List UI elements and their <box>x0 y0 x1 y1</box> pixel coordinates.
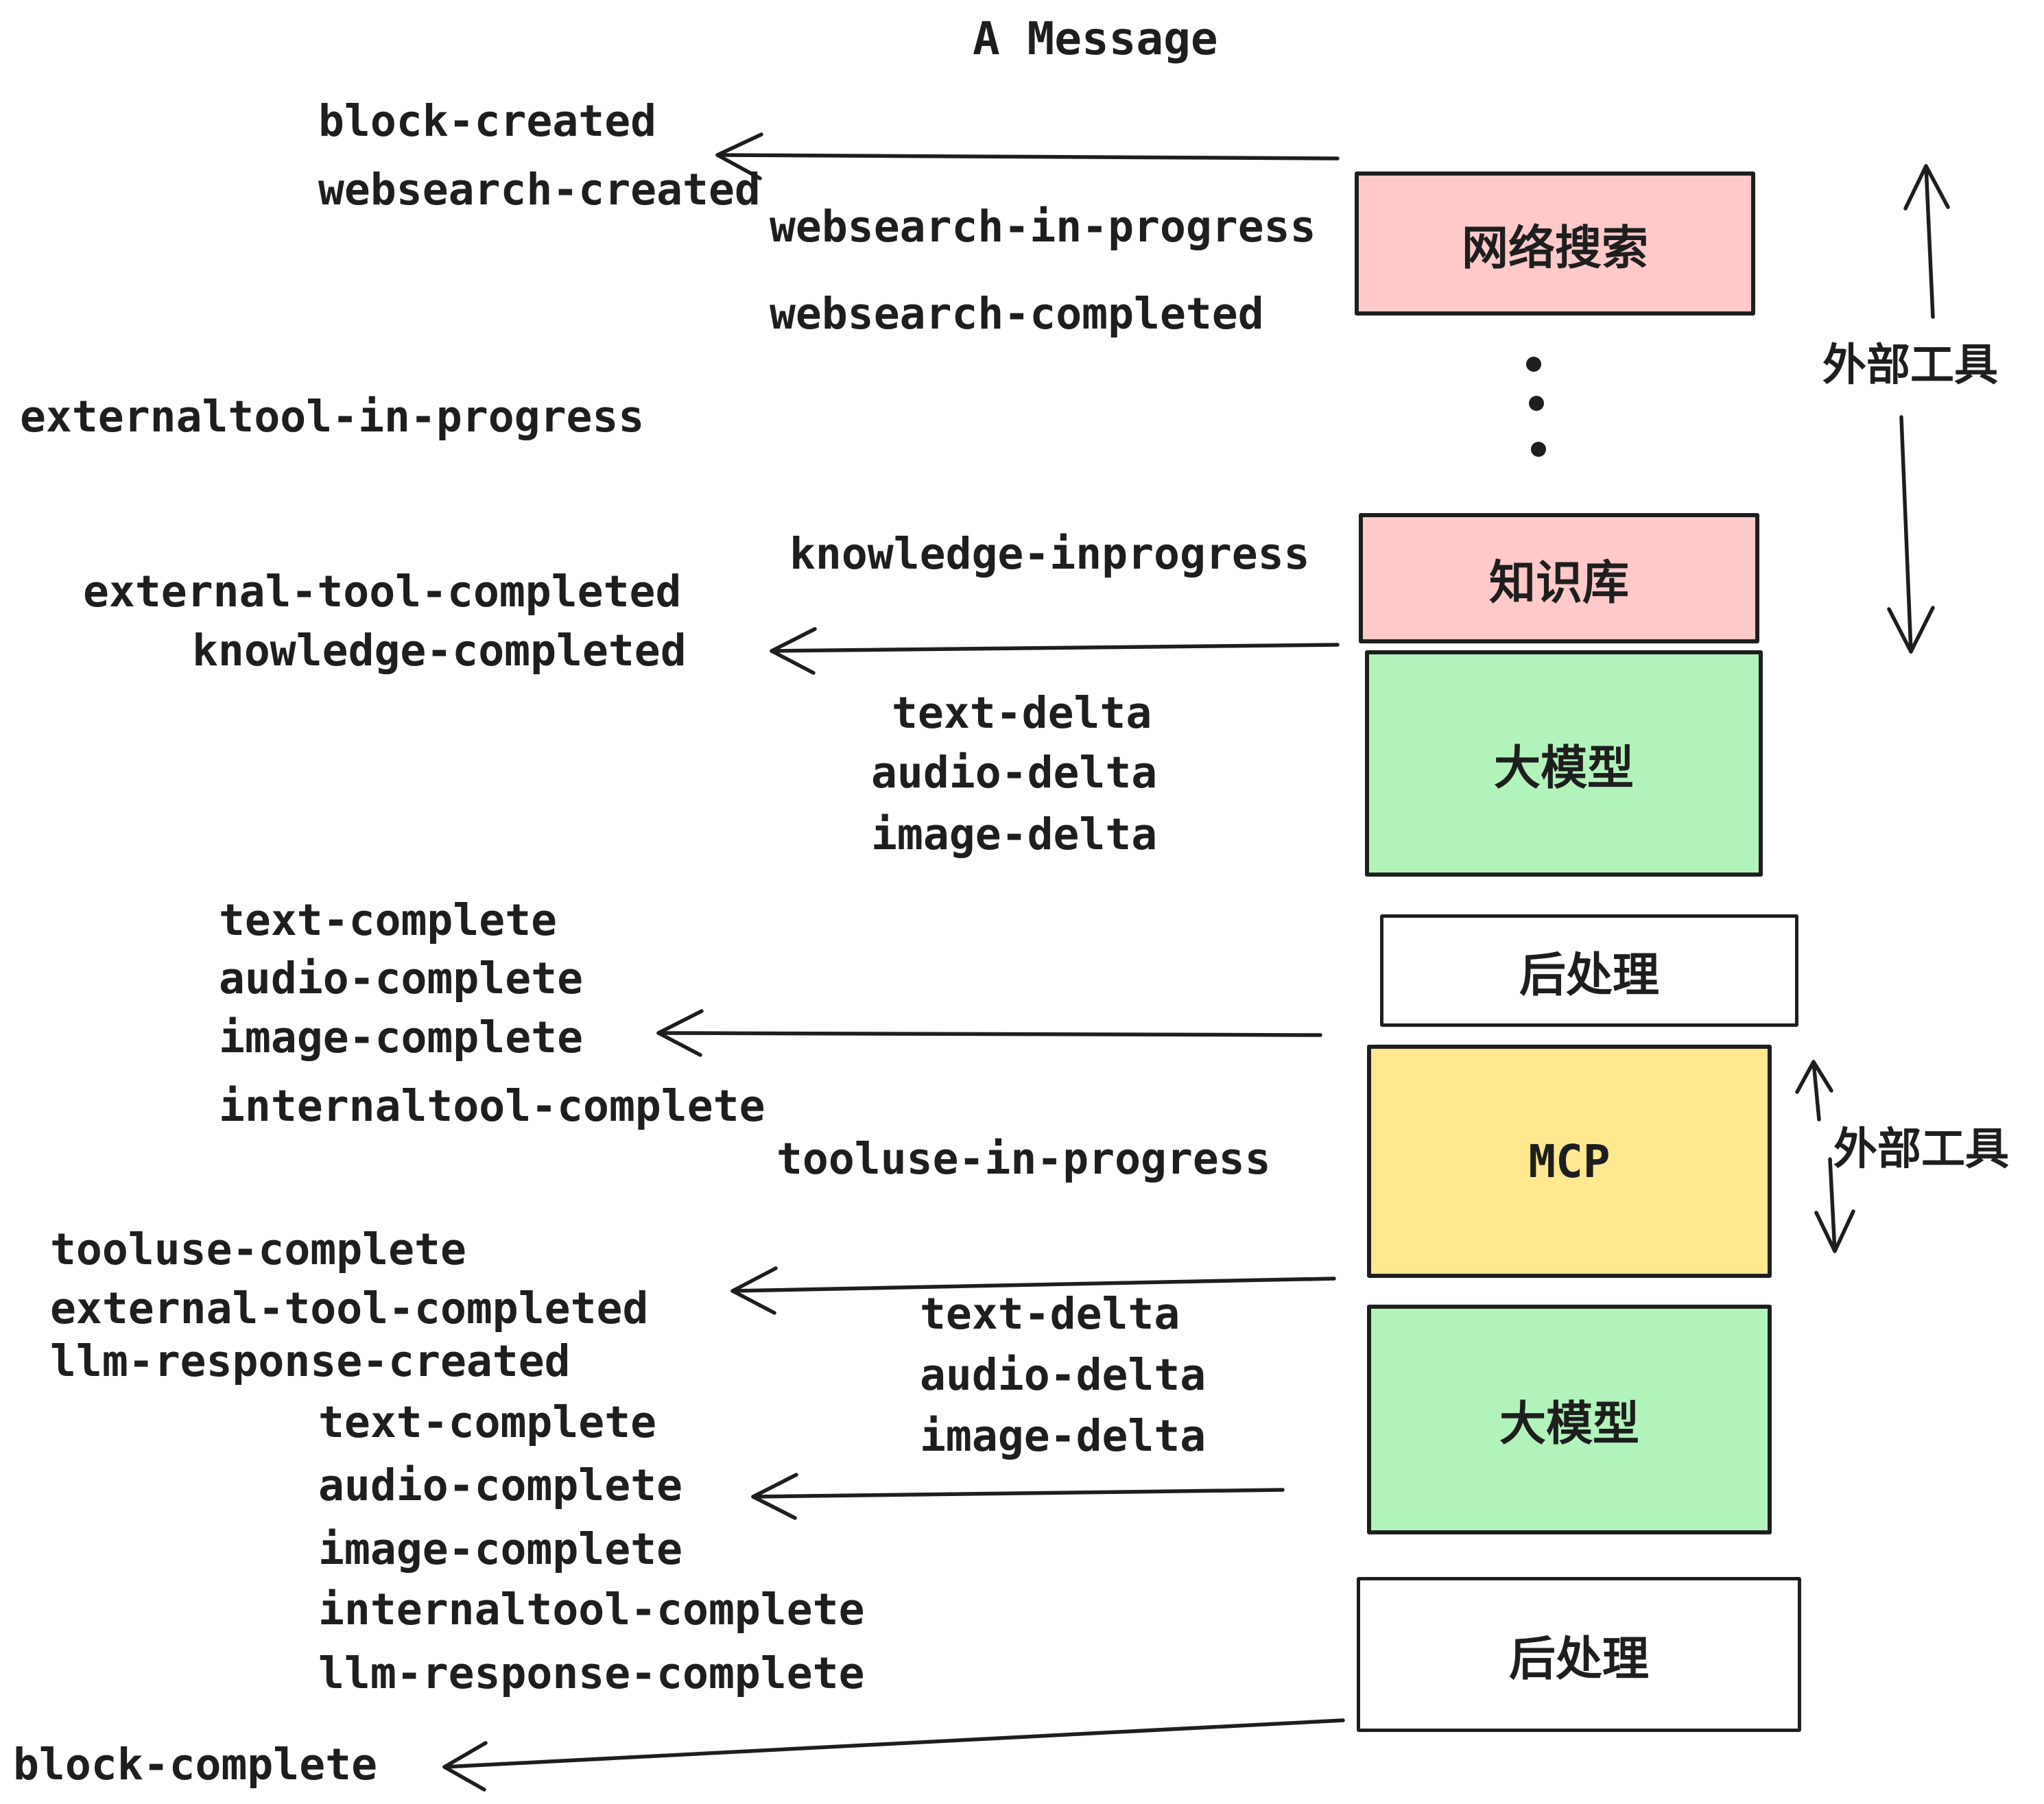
event-label-tooluse-complete: tooluse-complete <box>50 1224 466 1274</box>
ellipsis-dots <box>1526 357 1546 457</box>
box-llm-top: 大模型 <box>1365 650 1763 877</box>
arrow-to-knowledge-completed <box>770 627 1340 675</box>
box-post-bottom: 后处理 <box>1357 1577 1801 1732</box>
event-label-image-delta: image-delta <box>871 809 1158 859</box>
box-websearch: 网络搜索 <box>1355 171 1755 316</box>
event-label-internaltool-complete-2: internaltool-complete <box>318 1585 865 1635</box>
event-label-image-delta-2: image-delta <box>920 1411 1207 1461</box>
event-label-websearch-in-progress: websearch-in-progress <box>770 202 1316 252</box>
arrow-to-block-created <box>715 132 1340 180</box>
event-label-websearch-created: websearch-created <box>318 165 761 215</box>
box-llm-bottom-label: 大模型 <box>1499 1397 1639 1451</box>
arrow-to-image-complete <box>656 1009 1322 1057</box>
event-label-externaltool-in-progress: externaltool-in-progress <box>20 392 645 442</box>
external-tools-up-arrow-mid <box>1795 1060 1833 1121</box>
box-knowledge-label: 知识库 <box>1488 556 1629 610</box>
external-tools-down-arrow-top <box>1887 415 1935 654</box>
box-llm-bottom: 大模型 <box>1367 1305 1772 1534</box>
event-label-external-tool-completed-2: external-tool-completed <box>50 1283 649 1333</box>
box-post-top-label: 后处理 <box>1519 948 1659 1003</box>
event-label-audio-delta: audio-delta <box>871 748 1158 798</box>
box-websearch-label: 网络搜索 <box>1461 221 1648 276</box>
event-label-image-complete-2: image-complete <box>318 1524 683 1574</box>
event-label-knowledge-completed: knowledge-completed <box>192 626 687 676</box>
event-label-audio-delta-2: audio-delta <box>920 1350 1207 1400</box>
event-label-text-delta-2: text-delta <box>920 1289 1180 1339</box>
box-llm-top-label: 大模型 <box>1493 741 1634 796</box>
box-post-top: 后处理 <box>1380 914 1798 1027</box>
event-label-knowledge-inprogress: knowledge-inprogress <box>789 529 1310 579</box>
event-label-external-tool-completed: external-tool-completed <box>83 567 682 617</box>
event-label-image-complete: image-complete <box>219 1012 584 1063</box>
event-label-text-complete-2: text-complete <box>318 1397 657 1447</box>
external-tools-up-arrow-top <box>1903 164 1950 319</box>
page-title: A Message <box>973 12 1218 65</box>
event-label-text-delta: text-delta <box>892 688 1152 738</box>
event-label-block-complete: block-complete <box>13 1740 378 1790</box>
box-post-bottom-label: 后处理 <box>1508 1632 1649 1687</box>
arrow-to-block-complete <box>442 1718 1345 1792</box>
arrow-to-audio-complete <box>751 1473 1285 1520</box>
event-label-block-created: block-created <box>318 96 657 146</box>
event-label-llm-response-complete: llm-response-complete <box>318 1648 865 1698</box>
event-label-websearch-completed: websearch-completed <box>770 289 1264 339</box>
event-label-internaltool-complete: internaltool-complete <box>219 1081 765 1131</box>
event-label-text-complete: text-complete <box>219 895 558 945</box>
box-mcp: MCP <box>1367 1045 1772 1278</box>
event-label-llm-response-created: llm-response-created <box>50 1336 571 1386</box>
event-label-audio-complete-2: audio-complete <box>318 1460 683 1510</box>
event-label-audio-complete: audio-complete <box>219 953 584 1004</box>
external-tools-label-mid: 外部工具 <box>1833 1124 2009 1175</box>
external-tools-label-top: 外部工具 <box>1822 340 1998 391</box>
event-label-tooluse-in-progress: tooluse-in-progress <box>776 1134 1271 1184</box>
box-knowledge: 知识库 <box>1359 513 1759 643</box>
box-mcp-label: MCP <box>1528 1135 1611 1188</box>
